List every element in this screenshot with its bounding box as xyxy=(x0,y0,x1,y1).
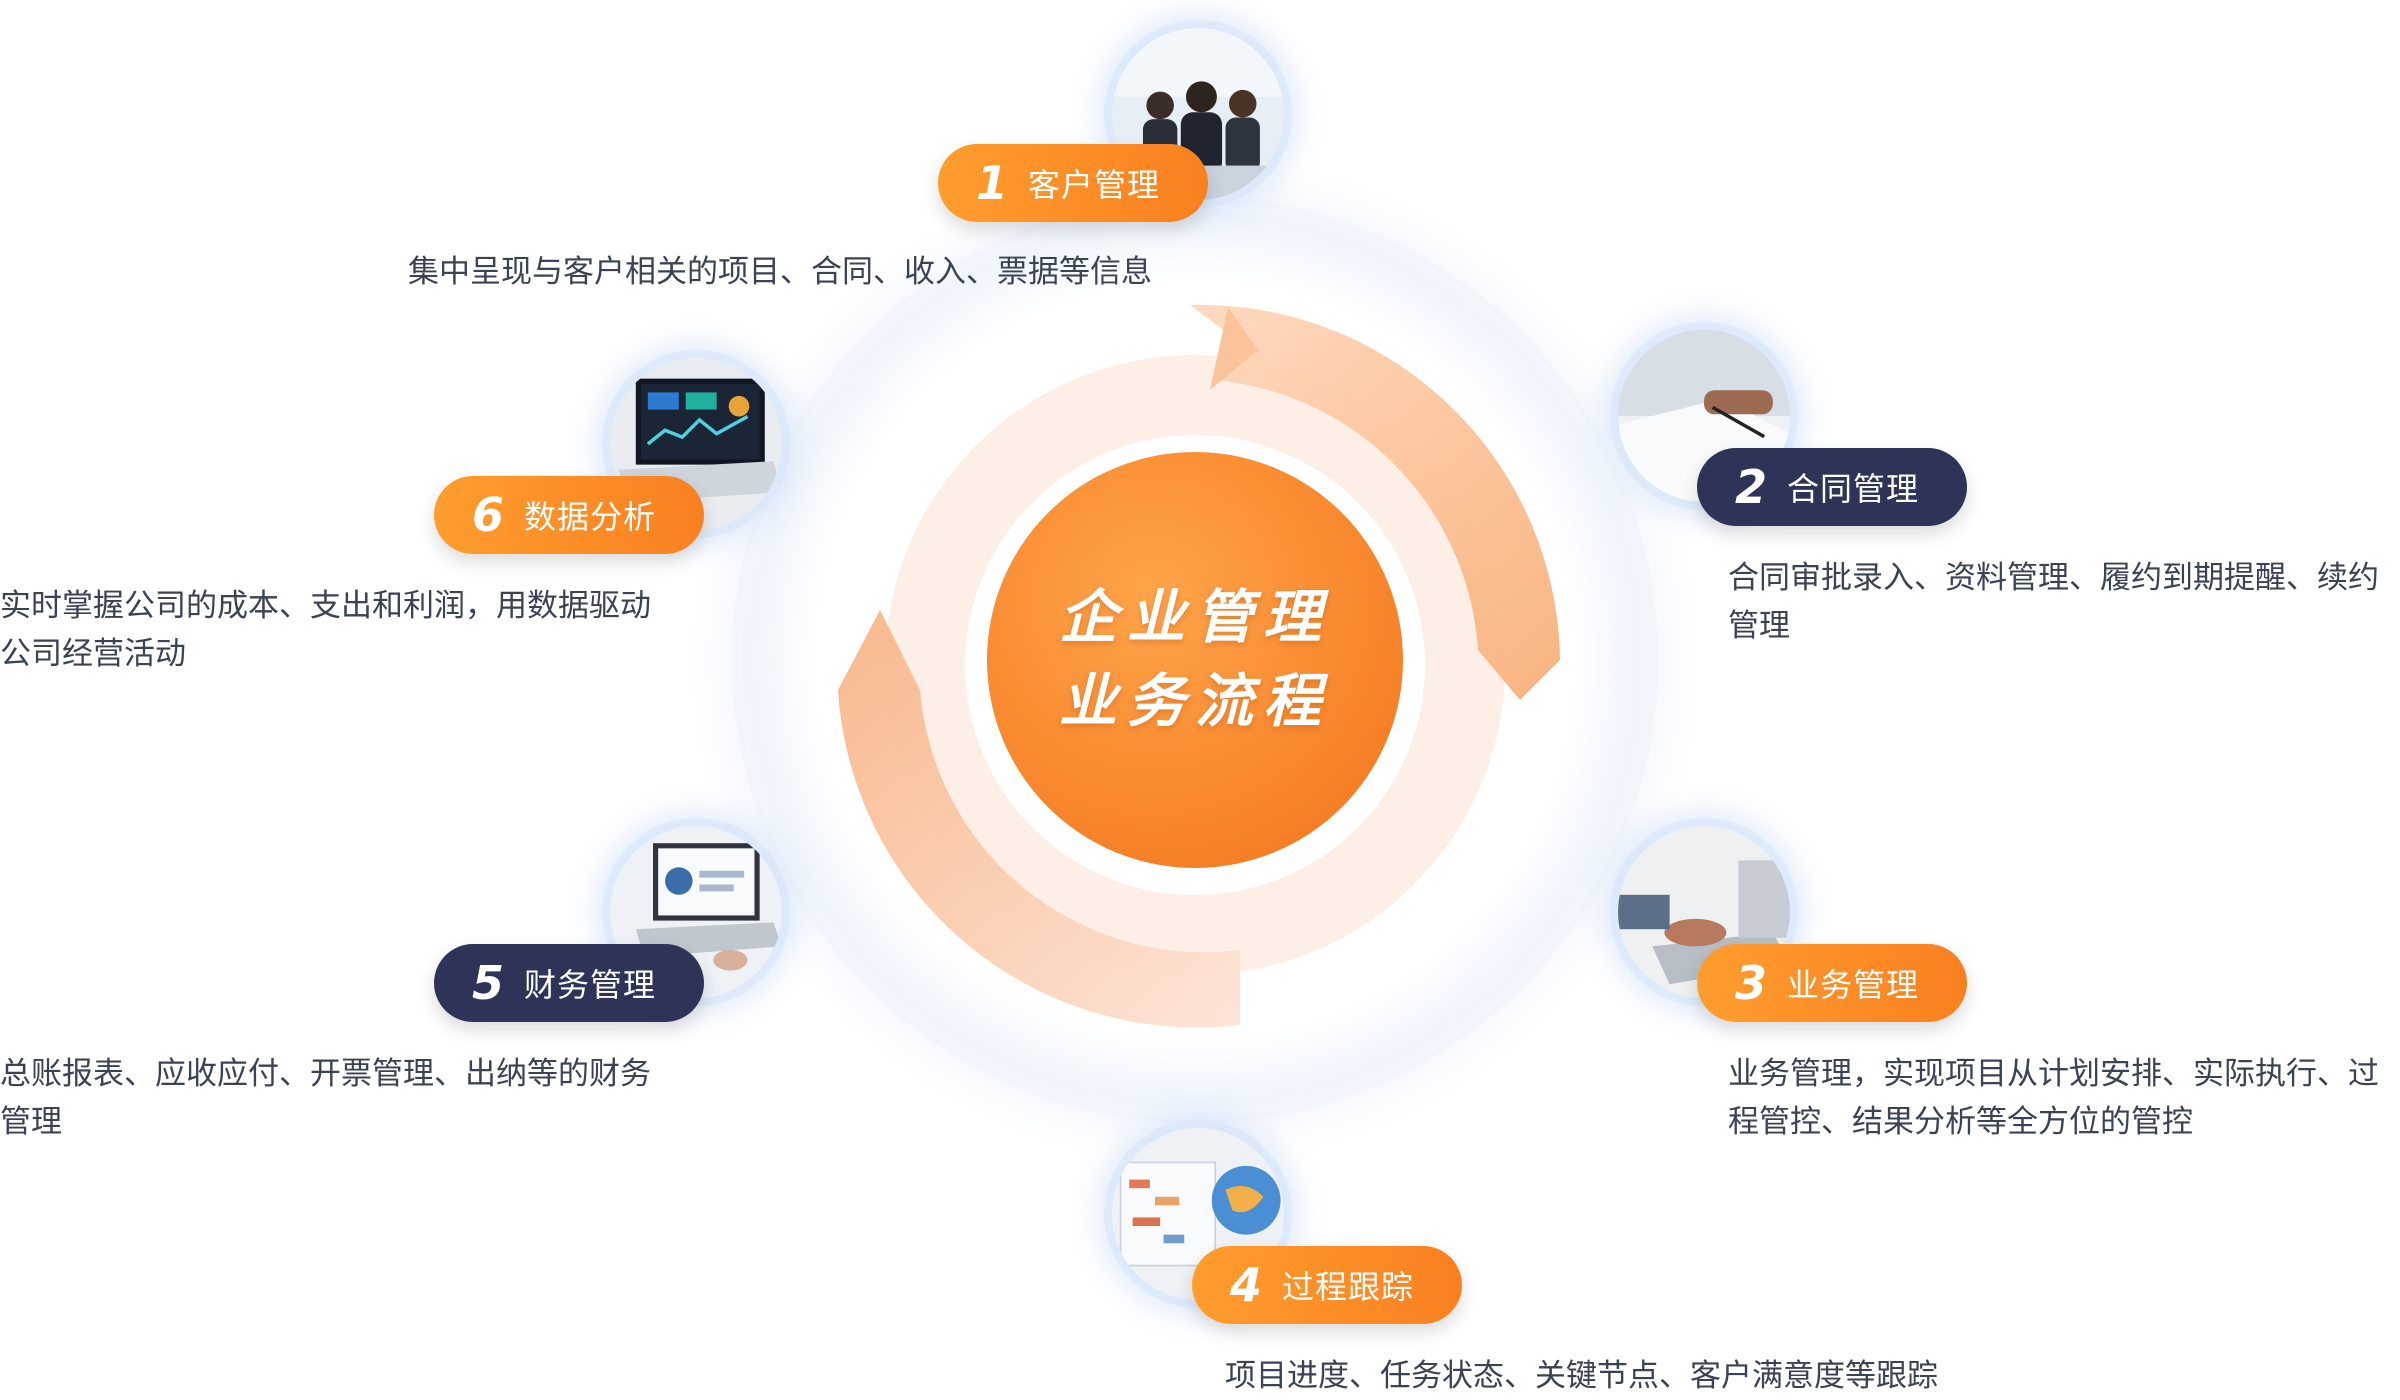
cycle-arrow-right-tip xyxy=(1210,307,1258,390)
module-1-label: 客户管理 xyxy=(1028,166,1161,204)
module-6-label: 数据分析 xyxy=(524,498,657,536)
module-4-label: 过程跟踪 xyxy=(1282,1268,1415,1306)
module-6-description: 实时掌握公司的成本、支出和利润，用数据驱动 公司经营活动 xyxy=(0,588,651,672)
module-1-pill[interactable]: 1 客户管理 xyxy=(938,144,1208,222)
center-title-line2: 业务流程 xyxy=(1058,667,1331,735)
module-2-number: 2 xyxy=(1735,460,1768,514)
module-2-pill[interactable]: 2 合同管理 xyxy=(1697,448,1967,526)
data-dashboard-photo xyxy=(610,358,782,530)
module-4-pill[interactable]: 4 过程跟踪 xyxy=(1192,1246,1462,1324)
pale-ring xyxy=(885,355,1505,975)
module-4-description: 项目进度、任务状态、关键节点、客户满意度等跟踪 xyxy=(1225,1358,1938,1394)
cycle-arrow-right xyxy=(1190,304,1560,700)
center-title: 企业管理 业务流程 xyxy=(1020,575,1370,743)
module-3-label: 业务管理 xyxy=(1787,966,1920,1004)
module-2-description: 合同审批录入、资料管理、履约到期提醒、续约 管理 xyxy=(1728,560,2379,644)
module-3-number: 3 xyxy=(1735,956,1768,1010)
center-circle xyxy=(987,452,1403,868)
module-6-pill[interactable]: 6 数据分析 xyxy=(434,476,704,554)
module-4-number: 4 xyxy=(1230,1258,1263,1312)
module-1-description: 集中呈现与客户相关的项目、合同、收入、票据等信息 xyxy=(408,254,1152,290)
module-6-number: 6 xyxy=(472,488,505,542)
module-1-number: 1 xyxy=(976,156,1009,210)
module-3-description: 业务管理，实现项目从计划安排、实际执行、过 程管控、结果分析等全方位的管控 xyxy=(1728,1056,2379,1140)
module-5-label: 财务管理 xyxy=(524,966,657,1004)
module-5-pill[interactable]: 5 财务管理 xyxy=(434,944,704,1022)
module-5-number: 5 xyxy=(472,956,505,1010)
center-title-line1: 企业管理 xyxy=(1058,583,1331,651)
cycle-arrow-left xyxy=(838,610,1240,1028)
module-3-pill[interactable]: 3 业务管理 xyxy=(1697,944,1967,1022)
module-2-label: 合同管理 xyxy=(1787,470,1920,508)
module-5-description: 总账报表、应收应付、开票管理、出纳等的财务 管理 xyxy=(0,1056,651,1140)
